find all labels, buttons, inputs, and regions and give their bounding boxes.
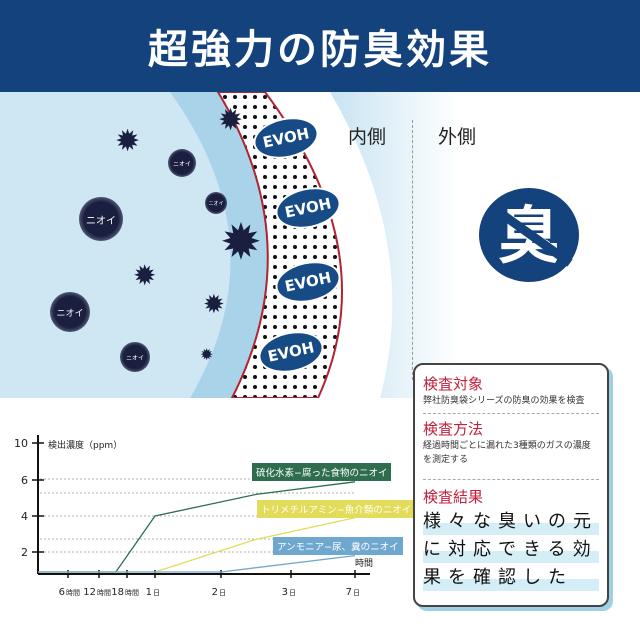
y-tick-label: 6 [21, 474, 28, 487]
x-tick-label: 3 [282, 587, 288, 598]
odor-particle: ニオイ [120, 342, 150, 372]
barrier-diagram: EVOH EVOH EVOH EVOH ニオイ ニオイ ニオイ ニオイ ニオイ … [0, 92, 640, 398]
legend-label: アンモニア−尿、糞のニオイ [273, 537, 403, 555]
odor-particle: ニオイ [50, 292, 90, 332]
inside-edge-band [170, 92, 268, 398]
series-line [38, 554, 356, 573]
germ-icon: ✹ [203, 290, 225, 320]
x-tick-label: 6 [59, 587, 65, 598]
method-heading: 検査方法 [423, 420, 484, 438]
x-tick-label: 7 [346, 587, 352, 598]
germ-icon: ✹ [115, 124, 141, 159]
page-title: 超強力の防臭効果 [148, 27, 492, 73]
x-tick-label: 1 [146, 587, 152, 598]
header-banner: 超強力の防臭効果 [0, 0, 640, 92]
result-heading: 検査結果 [423, 488, 484, 506]
y-tick-label: 10 [14, 437, 28, 450]
legend-label: 硫化水素−腐った食物のニオイ [252, 463, 392, 481]
germ-icon: ✹ [200, 345, 214, 364]
odor-particle: ニオイ [79, 197, 123, 241]
outside-label: 外側 [438, 126, 477, 148]
x-tick-label: 18 [111, 587, 124, 598]
germ-icon: ✹ [218, 103, 244, 138]
y-axis-label: 検出濃度（ppm） [48, 439, 122, 451]
chart-legend: 硫化水素−腐った食物のニオイトリメチルアミン−魚介類のニオイアンモニア−尿、糞の… [0, 420, 416, 620]
outside-glow [330, 92, 460, 398]
germ-icon: ✹ [133, 259, 157, 292]
x-tick-label: 2 [212, 587, 218, 598]
result-line: 様々な臭いの元 [423, 508, 599, 535]
method-text: 経過時間ごとに漏れた3種類のガスの濃度を測定する [423, 439, 599, 480]
x-axis-label: 時間 [355, 558, 373, 569]
y-tick-label: 4 [21, 510, 28, 523]
x-tick-unit: 時間 [66, 589, 80, 597]
target-heading: 検査対象 [423, 375, 484, 393]
odor-particle: ニオイ [205, 192, 227, 214]
divider-line [412, 120, 413, 380]
x-tick-unit: 日 [219, 589, 226, 597]
legend-label: トリメチルアミン−魚介類のニオイ [257, 500, 416, 518]
x-tick-unit: 時間 [97, 589, 111, 597]
x-tick-unit: 日 [289, 589, 296, 597]
result-line: 果を確認した [423, 564, 599, 591]
evoh-film-layer [216, 92, 343, 398]
result-line: に対応できる効 [423, 536, 599, 563]
germ-icon: ✹ [220, 213, 262, 271]
y-tick-label: 2 [21, 546, 28, 559]
x-tick-unit: 日 [353, 589, 360, 597]
target-text: 弊社防臭袋シリーズの防臭の効果を検査 [423, 394, 599, 414]
x-tick-unit: 日 [153, 589, 160, 597]
inside-label: 内側 [348, 126, 387, 148]
x-tick-unit: 時間 [125, 589, 139, 597]
test-info-card: 検査対象 弊社防臭袋シリーズの防臭の効果を検査 検査方法 経過時間ごとに漏れた3… [413, 363, 609, 607]
no-odor-icon: 臭 [479, 188, 579, 282]
x-tick-label: 12 [83, 587, 96, 598]
odor-particle: ニオイ [168, 149, 196, 177]
